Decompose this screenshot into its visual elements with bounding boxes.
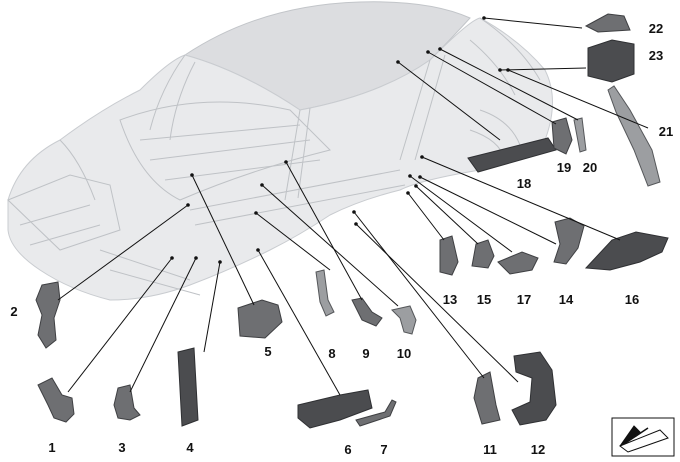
part-10-bracket [391, 305, 417, 335]
part-18-crossmember [467, 137, 557, 173]
label-22: 22 [649, 21, 663, 36]
label-14: 14 [559, 292, 574, 307]
part-7-rod [355, 399, 397, 427]
label-10: 10 [397, 346, 411, 361]
car-body-shell [7, 1, 553, 301]
callout-labels: 1 2 3 4 5 6 7 8 9 10 11 12 13 14 15 16 1… [10, 21, 673, 457]
label-5: 5 [264, 344, 271, 359]
part-6-floor-panel [297, 389, 373, 429]
part-14-support [553, 217, 585, 265]
attachment-points [170, 16, 510, 264]
label-3: 3 [118, 440, 125, 455]
part-1-bracket [37, 377, 75, 423]
label-12: 12 [531, 442, 545, 457]
label-23: 23 [649, 48, 663, 63]
part-13-bracket [439, 235, 459, 276]
label-13: 13 [443, 292, 457, 307]
label-18: 18 [517, 176, 531, 191]
part-21-trim [607, 85, 661, 187]
part-9-clip [351, 297, 383, 327]
view-direction-arrow-icon [611, 417, 675, 457]
label-16: 16 [625, 292, 639, 307]
label-20: 20 [583, 160, 597, 175]
label-21: 21 [659, 124, 673, 139]
label-4: 4 [186, 440, 194, 455]
part-15-plate [471, 239, 495, 269]
part-12-wheelhouse [511, 351, 557, 426]
label-7: 7 [380, 442, 387, 457]
label-15: 15 [477, 292, 491, 307]
part-20-strip [573, 117, 587, 153]
label-1: 1 [48, 440, 55, 455]
label-19: 19 [557, 160, 571, 175]
part-22-bracket [584, 13, 631, 33]
label-11: 11 [483, 442, 497, 457]
part-2-reinforcement [35, 281, 61, 349]
label-6: 6 [344, 442, 351, 457]
part-3-support [113, 384, 141, 421]
part-11-corner [473, 371, 501, 425]
leader-lines [57, 17, 649, 396]
part-5-block [237, 299, 283, 339]
part-4-panel [177, 347, 199, 427]
label-2: 2 [10, 304, 17, 319]
part-16-floor-panel [584, 231, 669, 271]
part-8-strut [315, 269, 335, 317]
label-9: 9 [362, 346, 369, 361]
part-19-brace [551, 117, 573, 155]
part-17-bracket [497, 251, 539, 275]
label-17: 17 [517, 292, 531, 307]
part-23-box [587, 39, 635, 83]
label-8: 8 [328, 346, 335, 361]
